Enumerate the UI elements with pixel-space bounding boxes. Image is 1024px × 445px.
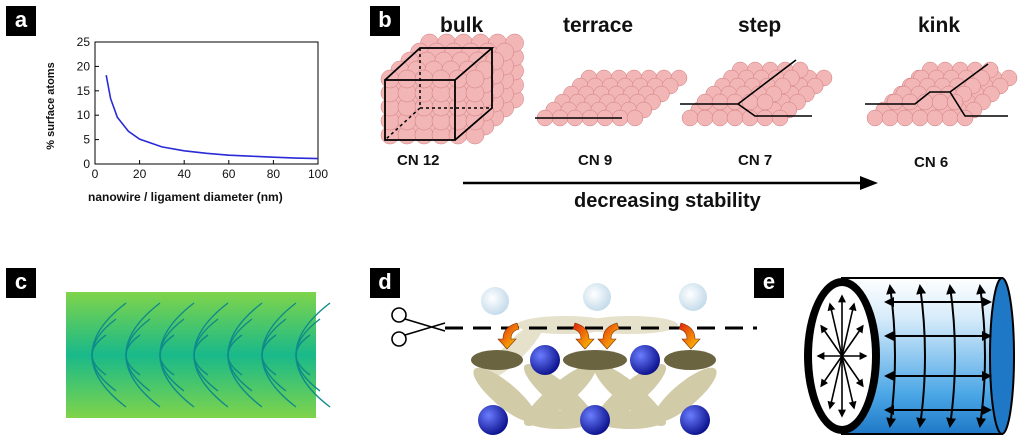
stability-arrow-head <box>860 176 878 190</box>
surface-structures-diagram <box>380 33 1018 190</box>
step-upper-slab <box>696 61 809 111</box>
step-edge <box>680 59 812 117</box>
structure-title-bulk: bulk <box>440 14 484 37</box>
x-tick-label: 60 <box>222 167 236 181</box>
structure-title-step: step <box>738 14 782 37</box>
cn-label-step: CN 7 <box>738 152 773 169</box>
x-tick-label: 80 <box>267 167 281 181</box>
y-tick-label: 0 <box>83 157 90 171</box>
surface-cleaving-diagram <box>391 283 757 435</box>
nanowire-strain-map <box>66 292 331 418</box>
panel-label-c: c <box>6 268 36 298</box>
y-tick-label: 15 <box>77 84 91 98</box>
plot-frame <box>94 41 319 165</box>
data-series-line <box>105 75 319 160</box>
cn-label-kink: CN 6 <box>914 154 949 171</box>
panel-label-e: e <box>754 268 784 298</box>
panel-label-d: d <box>370 268 400 298</box>
panel-label-a: a <box>6 6 36 36</box>
x-tick-label: 0 <box>92 167 99 181</box>
x-axis-label: nanowire / ligament diameter (nm) <box>88 190 283 204</box>
scissors-icon <box>391 307 446 347</box>
kink-upper-slab <box>886 61 999 111</box>
y-tick-label: 5 <box>83 133 90 147</box>
y-tick-label: 20 <box>77 59 91 73</box>
stability-arrow-label: decreasing stability <box>574 190 761 212</box>
cn-label-bulk: CN 12 <box>397 152 440 169</box>
bulk-box-outline <box>384 47 495 141</box>
cn-label-terrace: CN 9 <box>578 152 613 169</box>
y-tick-label: 25 <box>77 35 91 49</box>
bulk-hidden-edges <box>384 48 492 141</box>
panel-label-b: b <box>370 6 400 36</box>
y-tick-label: 10 <box>77 108 91 122</box>
x-tick-label: 20 <box>133 167 147 181</box>
line-chart: 0 20 40 60 80 100 0 5 10 15 20 25 <box>77 35 329 181</box>
x-tick-label: 40 <box>178 167 192 181</box>
structure-title-terrace: terrace <box>563 14 634 37</box>
terrace-slab <box>536 69 688 127</box>
stress-cylinder-diagram <box>804 277 1015 435</box>
kink-edge <box>865 63 1008 117</box>
structure-title-kink: kink <box>918 14 961 37</box>
x-tick-label: 100 <box>308 167 328 181</box>
